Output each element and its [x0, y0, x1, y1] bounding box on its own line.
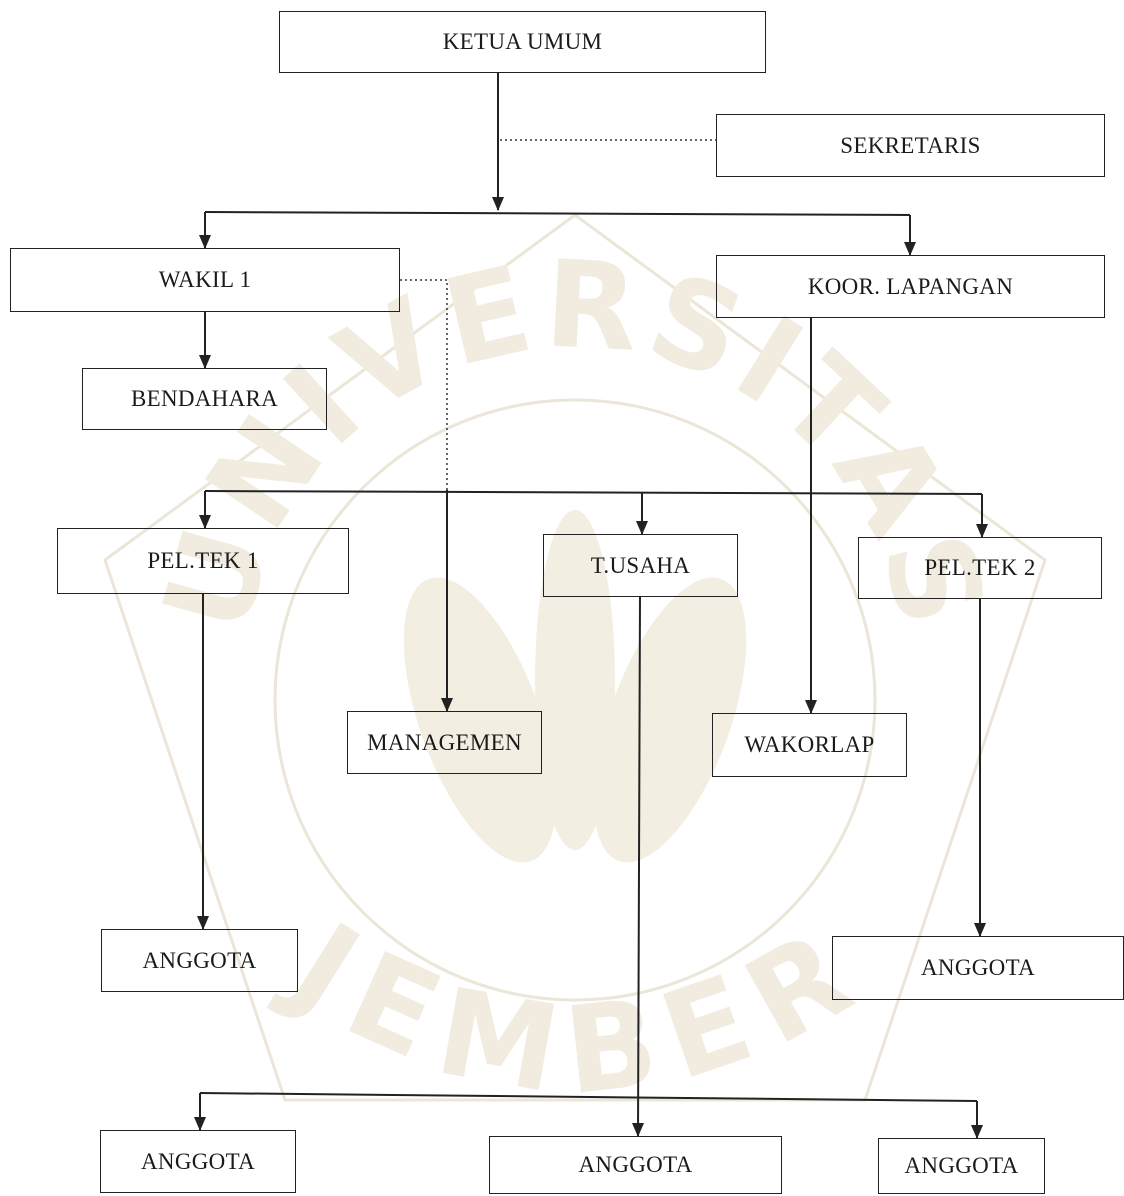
t-usaha-box: T.USAHA: [543, 534, 738, 597]
sekretaris-box: SEKRETARIS: [716, 114, 1105, 177]
pel-tek-2-box: PEL.TEK 2: [858, 537, 1102, 599]
bottom-bar-line: [199, 1092, 978, 1102]
anggota-pel-tek-1-box: ANGGOTA: [101, 929, 298, 992]
managemen-box: MANAGEMEN: [347, 711, 542, 774]
anggota-bottom-center-box: ANGGOTA: [489, 1136, 782, 1194]
koor-lapangan-box: KOOR. LAPANGAN: [716, 255, 1105, 318]
anggota-bottom-left-box: ANGGOTA: [100, 1130, 296, 1193]
bendahara-box: BENDAHARA: [82, 368, 327, 430]
anggota-bottom-right-box: ANGGOTA: [878, 1138, 1045, 1194]
to-anggota-center-line: [632, 596, 644, 1137]
ketua-umum-box: KETUA UMUM: [279, 11, 766, 73]
pel-tek-1-box: PEL.TEK 1: [57, 528, 349, 594]
anggota-pel-tek-2-box: ANGGOTA: [832, 936, 1124, 1000]
wakil-managemen-dotted-line: [400, 279, 448, 490]
level4-bar-line: [204, 490, 983, 495]
wakorlap-box: WAKORLAP: [712, 713, 907, 777]
level2-bar-line: [204, 211, 911, 216]
wakil-1-box: WAKIL 1: [10, 248, 400, 312]
